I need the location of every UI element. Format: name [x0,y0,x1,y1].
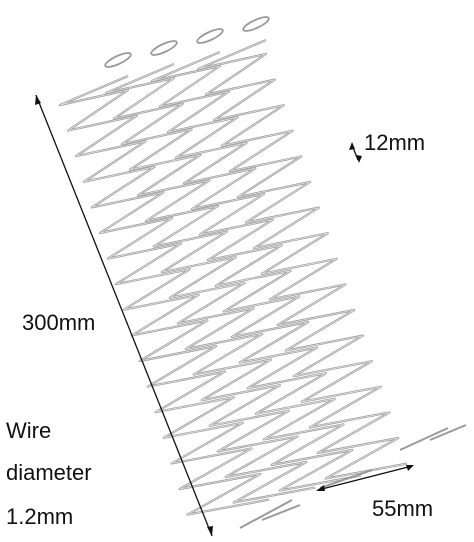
width-label: 55mm [372,496,434,521]
spring-top-hook-2 [150,40,178,56]
spring-bottom-end-5 [429,424,467,441]
zigzag-springs [58,16,467,529]
spring-top-hook-3 [196,28,224,44]
width-arrowhead-right [406,465,414,471]
wire-note-line-1: Wire [6,418,52,443]
spring-strip-highlight-3 [151,51,362,491]
spring-bottom-end-4 [399,427,449,451]
spring-strip-2 [104,62,316,504]
spacing-arrowhead-top [349,142,355,150]
length-arrowhead-top [35,95,41,105]
length-label: 300mm [22,310,96,335]
spacing-arrowhead-bottom [356,155,362,163]
wire-note-line-3: 1.2mm [6,504,74,529]
spring-strip-highlight-4 [197,39,408,479]
spring-bottom-end-3 [319,469,373,489]
spring-top-hook-1 [104,52,132,68]
spring-strip-highlight-1 [59,75,270,515]
width-dimension-line [317,465,413,491]
spring-strip-highlight-2 [105,63,316,503]
spacing-label: 12mm [364,130,426,155]
length-arrowhead-bottom [207,526,213,536]
spring-top-hook-4 [242,16,270,32]
width-arrowhead-left [316,485,325,491]
spring-bottom-end-1 [239,499,293,529]
spring-bottom-end-2 [261,504,301,521]
dimension-markers [35,94,414,537]
wire-note-line-2: diameter [6,460,92,485]
length-dimension-line [35,94,213,537]
